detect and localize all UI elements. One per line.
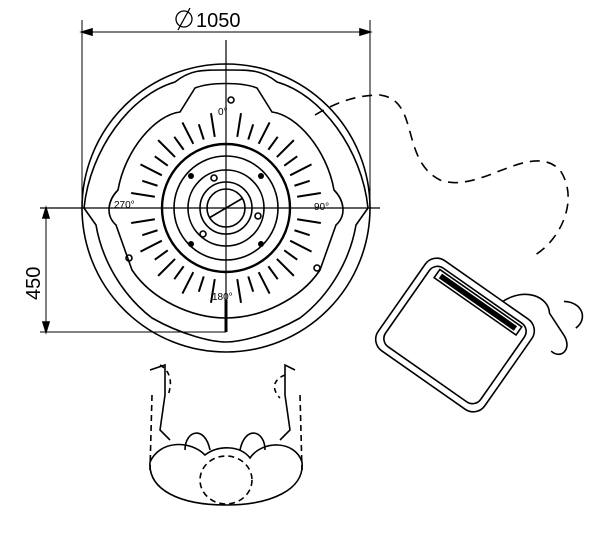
radial-tick	[267, 136, 279, 151]
radial-tick	[247, 123, 255, 140]
radial-tick	[289, 239, 312, 253]
radial-tick	[131, 191, 156, 198]
radial-tick	[283, 249, 298, 261]
radial-tick	[173, 136, 185, 151]
cable-dashed	[314, 94, 569, 256]
radial-tick	[157, 258, 176, 277]
radial-tick	[236, 278, 243, 303]
angle-180-label: 180°	[212, 292, 233, 303]
radial-tick	[209, 278, 216, 303]
diameter-dimension: 1050	[79, 7, 373, 210]
radial-tick	[197, 276, 205, 293]
angle-0-label: 0°	[218, 107, 228, 118]
radial-tick	[197, 123, 205, 140]
radial-tick	[140, 239, 163, 253]
radial-tick	[257, 271, 271, 294]
radial-tick	[141, 179, 158, 187]
radial-tick	[289, 163, 312, 177]
radial-tick	[140, 163, 163, 177]
lamp-front-view	[149, 363, 303, 506]
radial-tick	[283, 155, 298, 167]
lamp-top-view: 0° 90° 180° 270°	[81, 40, 371, 353]
radial-tick	[131, 218, 156, 225]
height-label: 450	[23, 267, 45, 300]
height-dimension: 450	[23, 205, 380, 335]
radial-tick	[267, 265, 279, 280]
radial-tick	[181, 271, 195, 294]
radial-tick	[236, 113, 243, 138]
radial-tick	[209, 113, 216, 138]
lamp-head-side-view	[374, 257, 584, 413]
angle-270-label: 270°	[114, 200, 135, 211]
radial-tick	[181, 122, 195, 145]
radial-tick	[296, 218, 321, 225]
angle-90-label: 90°	[314, 202, 329, 213]
radial-tick	[154, 155, 169, 167]
radial-tick	[141, 229, 158, 237]
diameter-label: 1050	[196, 10, 241, 32]
radial-tick	[247, 276, 255, 293]
radial-tick	[257, 122, 271, 145]
radial-tick	[157, 139, 176, 158]
radial-tick	[294, 179, 311, 187]
radial-tick	[276, 258, 295, 277]
radial-tick	[294, 229, 311, 237]
radial-tick	[296, 191, 321, 198]
radial-tick	[173, 265, 185, 280]
radial-tick	[276, 139, 295, 158]
radial-tick	[154, 249, 169, 261]
